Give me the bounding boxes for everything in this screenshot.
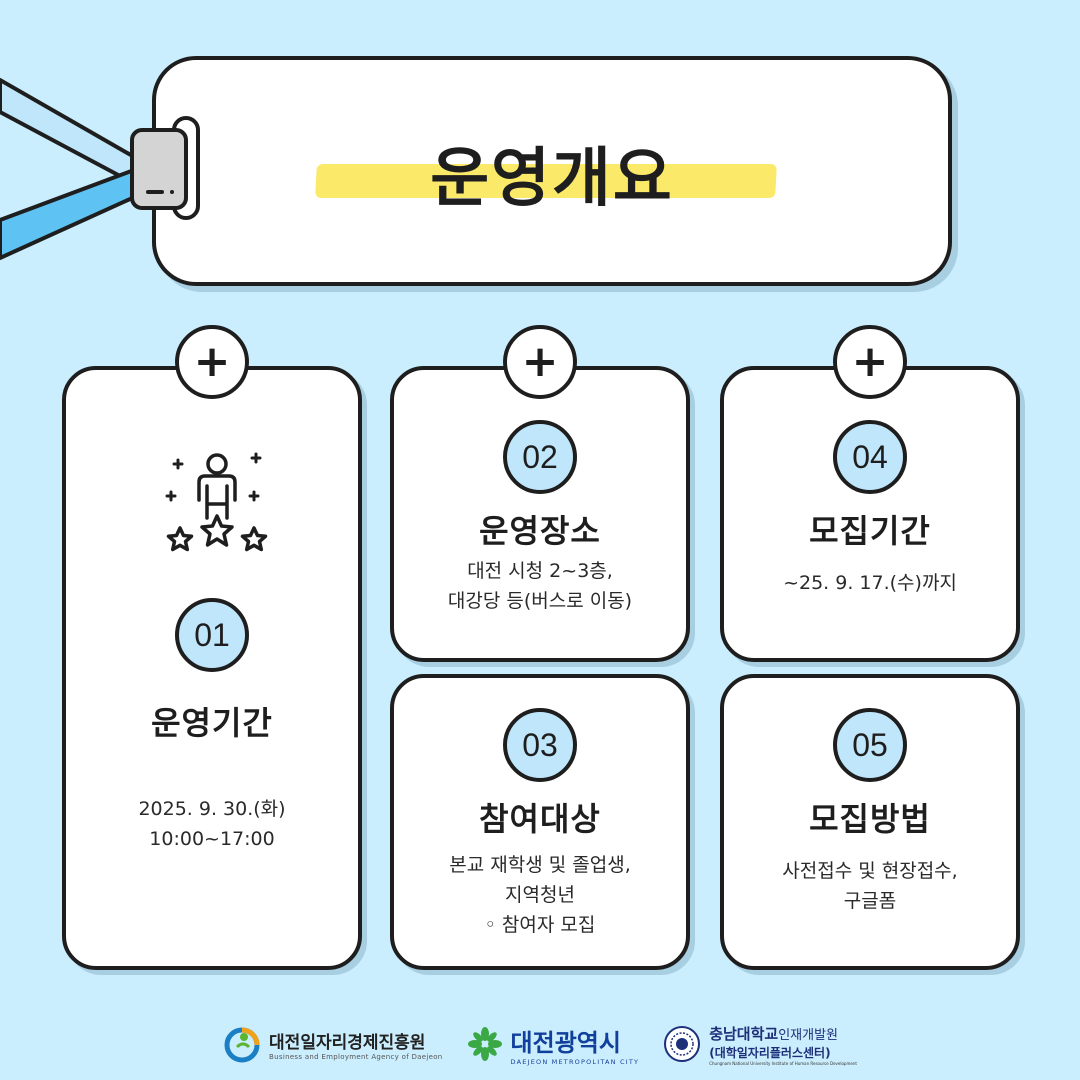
card-recruitment-period: 04 모집기간 ~25. 9. 17.(수)까지 [720,366,1020,662]
card-operation-period: 01 운영기간 2025. 9. 30.(화) 10:00~17:00 [62,366,362,970]
page-title: 운영개요 [430,142,674,216]
university-logo: 충남대학교인재개발원 (대학일자리플러스센터) Chungnam Nationa… [663,1023,857,1066]
plus-icon: + [503,325,577,399]
card-recruitment-method: 05 모집방법 사전접수 및 현장접수, 구글폼 [720,674,1020,970]
tag-clip [130,128,188,210]
university-sub: (대학일자리플러스센터) [709,1045,831,1060]
city-sub: DAEJEON METROPOLITAN CITY [510,1057,640,1066]
card-title: 운영장소 [479,512,601,550]
card-title: 참여대상 [479,800,601,838]
card-description: 사전접수 및 현장접수, 구글폼 [782,860,958,912]
city-emblem-icon [467,1027,502,1061]
card-description: ~25. 9. 17.(수)까지 [783,572,957,594]
card-number: 03 [503,708,577,782]
card-description: 본교 재학생 및 졸업생, 지역청년 ◦ 참여자 모집 [449,854,631,936]
university-tiny: Chungnam National University Institute o… [709,1060,857,1066]
card-number: 05 [833,708,907,782]
card-operation-location: 02 운영장소 대전 시청 2~3층, 대강당 등(버스로 이동) [390,366,690,662]
university-institute: 인재개발원 [778,1027,839,1043]
plus-icon: + [833,325,907,399]
university-seal-icon [664,1026,701,1062]
card-title: 모집기간 [809,512,931,550]
card-description: 대전 시청 2~3층, 대강당 등(버스로 이동) [447,560,633,612]
card-title: 운영기간 [151,704,273,742]
plus-icon: + [175,325,249,399]
footer-logos: 대전일자리경제진흥원 Business and Employment Agenc… [0,1018,1080,1070]
card-number: 04 [833,420,907,494]
agency-logo: 대전일자리경제진흥원 Business and Employment Agenc… [223,1025,443,1063]
card-number: 01 [175,598,249,672]
agency-name: 대전일자리경제진흥원 [269,1032,426,1053]
card-description: 2025. 9. 30.(화) 10:00~17:00 [138,798,286,850]
person-stars-icon [165,452,268,552]
agency-emblem-icon [224,1027,260,1063]
title-tag: 운영개요 [152,56,952,286]
university-name: 충남대학교 [709,1024,779,1043]
card-target-participants: 03 참여대상 본교 재학생 및 졸업생, 지역청년 ◦ 참여자 모집 [390,674,690,970]
city-name: 대전광역시 [510,1028,621,1057]
card-number: 02 [503,420,577,494]
agency-sub: Business and Employment Agency of Daejeo… [269,1052,443,1061]
card-title: 모집방법 [809,800,931,838]
city-logo: 대전광역시 DAEJEON METROPOLITAN CITY [467,1023,640,1066]
